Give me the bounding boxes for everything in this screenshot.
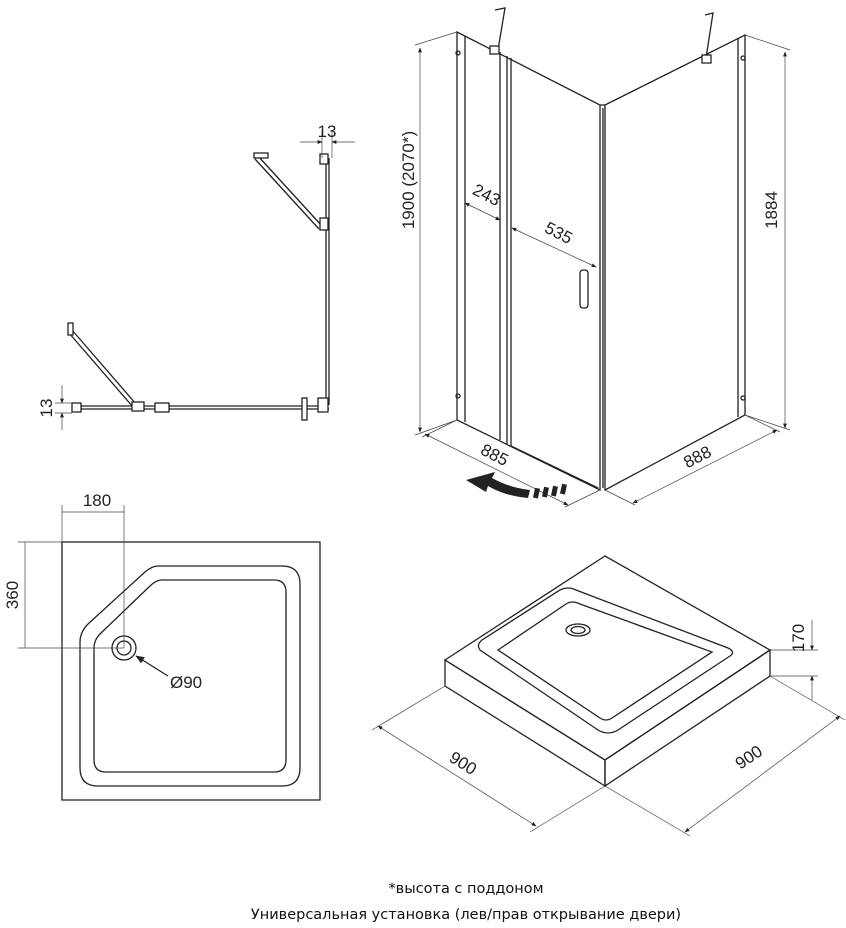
dim-drain-y: 360 [3, 581, 22, 609]
footnote: *высота с поддоном [388, 881, 543, 897]
dim-tray-width-left: 900 [446, 748, 480, 779]
plan-dim-top: 13 [318, 122, 337, 141]
tray-top-view: 180 360 Ø90 [3, 491, 321, 801]
cabin-view: 1900 (2070*) 1884 243 535 885 888 [399, 7, 791, 508]
dim-fixed-width: 243 [470, 180, 504, 210]
dim-height-total: 1900 (2070*) [399, 131, 418, 229]
dim-height-panel: 1884 [762, 191, 781, 229]
door-swing-arrow-icon [466, 472, 567, 499]
installation-note: Универсальная установка (лев/прав открыв… [251, 907, 681, 923]
plan-view: 13 13 [37, 122, 355, 430]
dim-tray-height: 170 [789, 624, 808, 652]
drain-diameter: Ø90 [170, 673, 202, 692]
tray-iso-view: 900 900 170 [371, 555, 846, 837]
dim-drain-x: 180 [83, 491, 111, 510]
dim-door-width: 535 [542, 218, 576, 248]
dim-tray-width-right: 900 [732, 742, 766, 774]
plan-dim-left: 13 [37, 399, 56, 418]
